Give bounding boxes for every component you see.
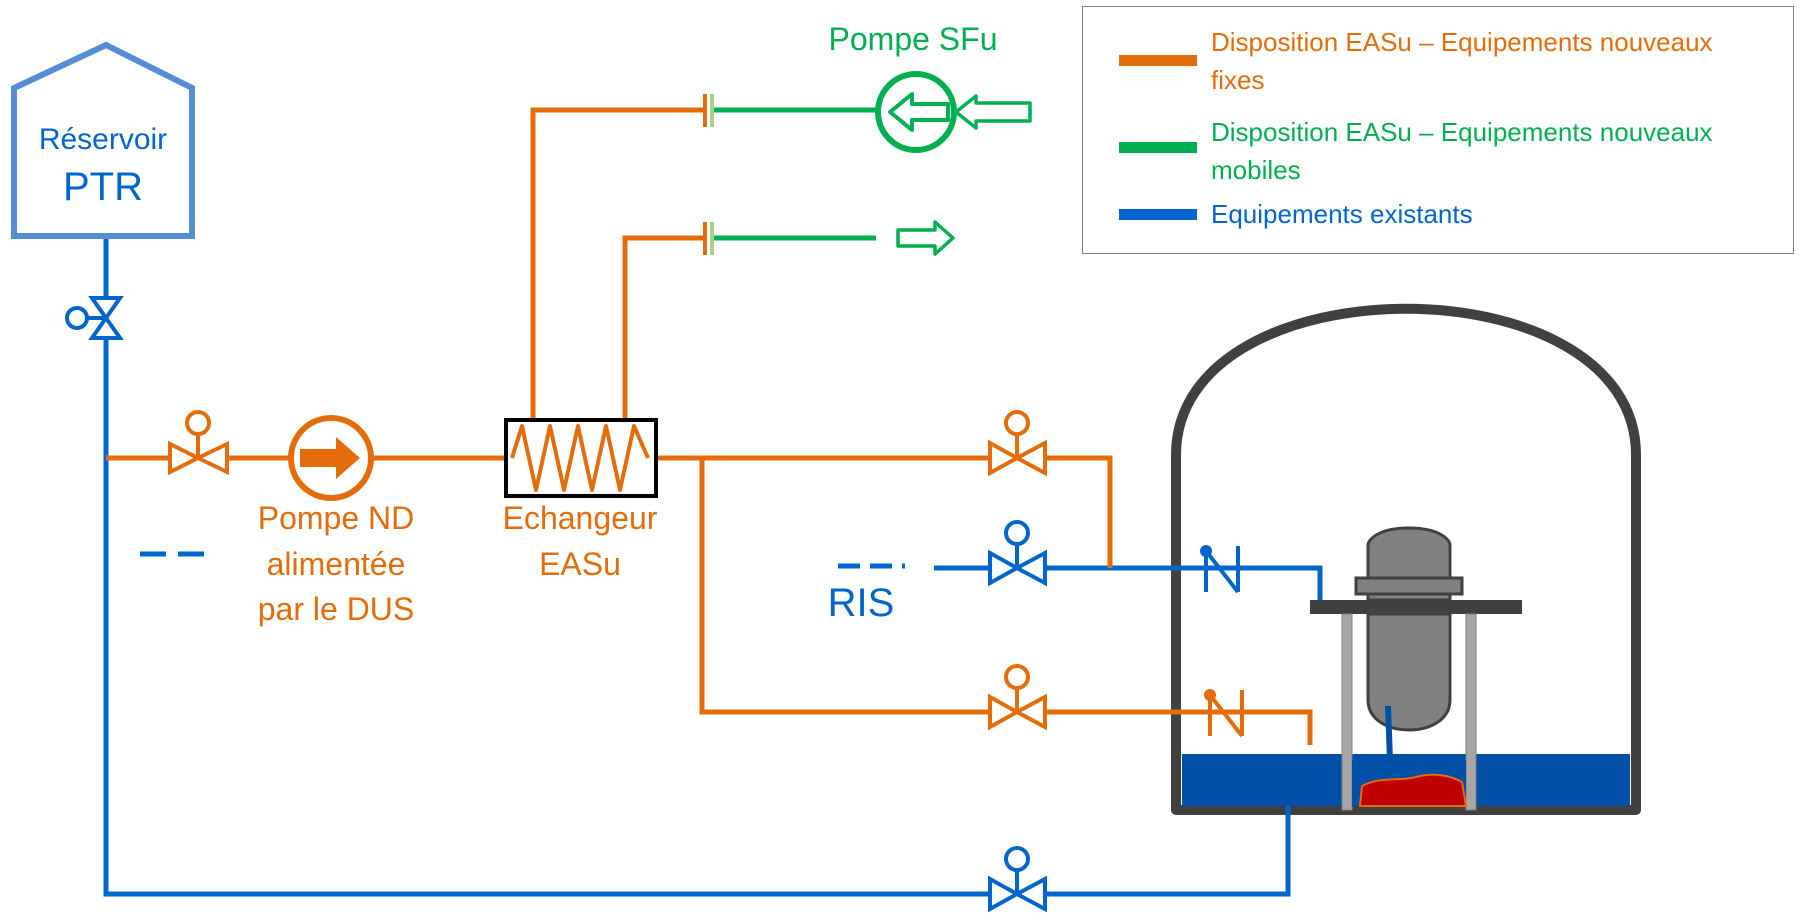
existing-piping	[103, 236, 1323, 897]
reactor-vessel	[1310, 526, 1522, 811]
check-valve-icon	[1204, 689, 1244, 738]
flange-icon	[703, 222, 714, 255]
legend-label: Disposition EASu – Equipements nouveaux …	[1211, 27, 1713, 95]
manual-valve-icon	[65, 296, 124, 340]
pump-icon	[288, 415, 374, 501]
flow-arrow-icon	[954, 94, 1032, 130]
reactor-support-beam	[1310, 600, 1522, 614]
motorized-valve-icon	[988, 846, 1047, 913]
new-fixed-piping	[106, 107, 1313, 745]
pompe-nd-label: Pompe ND	[258, 500, 415, 536]
ris-label: RIS	[828, 581, 895, 625]
pompe-nd-label: par le DUS	[258, 591, 415, 627]
echangeur-label: EASu	[539, 546, 621, 582]
echangeur-label: Echangeur	[503, 500, 658, 536]
pompe-sfu-label: Pompe SFu	[829, 21, 998, 57]
flow-arrow-icon	[896, 220, 955, 256]
legend-swatch	[1119, 209, 1197, 220]
motorized-valve-icon	[988, 410, 1047, 477]
flange-icon	[703, 94, 714, 127]
pompe-nd-label: alimentée	[267, 546, 406, 582]
legend-label: Disposition EASu – Equipements nouveaux …	[1211, 117, 1713, 185]
pump-icon	[875, 71, 957, 153]
legend-swatch	[1119, 142, 1197, 153]
reservoir-ptr-tank	[11, 41, 195, 239]
legend-label: Equipements existants	[1211, 199, 1473, 229]
legend-swatch	[1119, 55, 1197, 66]
heat-exchanger-icon	[504, 418, 658, 498]
motorized-valve-icon	[168, 410, 229, 476]
new-mobile-piping	[713, 107, 876, 241]
ptr-label: PTR	[63, 165, 143, 209]
check-valve-icon	[1200, 545, 1240, 594]
motorized-valve-icon	[988, 520, 1047, 587]
legend: Disposition EASu – Equipements nouveaux …	[1082, 6, 1794, 254]
corium	[1358, 773, 1468, 807]
motorized-valve-icon	[988, 664, 1047, 731]
reservoir-label: Réservoir	[39, 123, 167, 156]
